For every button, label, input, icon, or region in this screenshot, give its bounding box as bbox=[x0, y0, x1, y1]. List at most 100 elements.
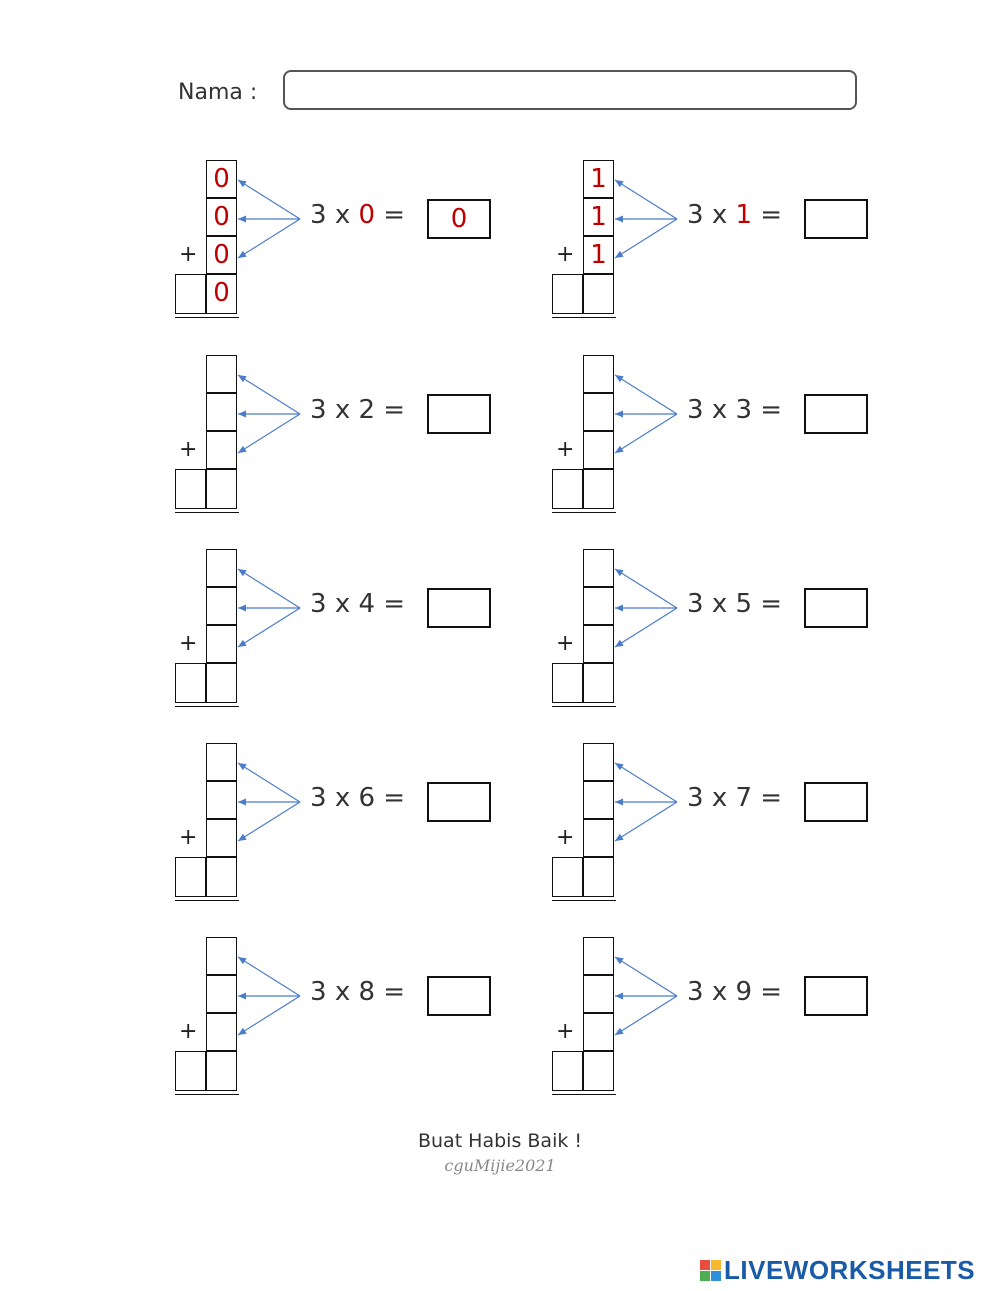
addend-cell[interactable] bbox=[583, 393, 614, 431]
arrows-icon bbox=[237, 179, 301, 259]
addend-cell[interactable] bbox=[206, 743, 237, 781]
logo-text: LIVEWORKSHEETS bbox=[724, 1255, 976, 1285]
addend-cell[interactable] bbox=[206, 937, 237, 975]
addend-cell[interactable] bbox=[583, 431, 614, 469]
sum-tens-cell[interactable] bbox=[552, 857, 583, 897]
sum-ones-cell[interactable] bbox=[206, 1051, 237, 1091]
arrow-head-icon bbox=[238, 604, 246, 612]
addend-cell[interactable] bbox=[583, 355, 614, 393]
sum-underline bbox=[552, 900, 616, 901]
sum-ones-cell[interactable] bbox=[206, 469, 237, 509]
equation-multiplicand: 4 bbox=[358, 589, 376, 619]
arrow-head-icon bbox=[615, 957, 624, 965]
arrow-head-icon bbox=[615, 763, 624, 771]
addend-cell[interactable] bbox=[206, 1013, 237, 1051]
addend-cell[interactable] bbox=[583, 781, 614, 819]
addend-cell[interactable] bbox=[206, 819, 237, 857]
addend-cell[interactable] bbox=[583, 587, 614, 625]
answer-box[interactable] bbox=[804, 782, 868, 822]
addend-cell[interactable] bbox=[583, 549, 614, 587]
addend-cell[interactable] bbox=[206, 587, 237, 625]
arrow-line bbox=[237, 179, 301, 220]
equation-multiplicand: 0 bbox=[358, 200, 376, 230]
answer-box[interactable] bbox=[427, 976, 491, 1016]
arrow-head-icon bbox=[238, 763, 247, 771]
arrow-head-icon bbox=[615, 798, 623, 806]
arrow-head-icon bbox=[238, 833, 247, 841]
sum-tens-cell[interactable] bbox=[175, 469, 206, 509]
equation-equals: = bbox=[383, 395, 406, 425]
addend-cell[interactable]: 1 bbox=[583, 198, 614, 236]
sum-tens-cell[interactable] bbox=[175, 274, 206, 314]
answer-box[interactable]: 0 bbox=[427, 199, 491, 239]
addend-cell[interactable] bbox=[206, 625, 237, 663]
arrows-icon bbox=[614, 762, 678, 842]
equation-times: x bbox=[334, 395, 351, 425]
addend-cell[interactable] bbox=[206, 393, 237, 431]
arrow-head-icon bbox=[615, 569, 624, 577]
addend-cell[interactable] bbox=[583, 1013, 614, 1051]
equation: 3 x 6 = bbox=[310, 783, 405, 813]
addend-cell[interactable] bbox=[583, 743, 614, 781]
addend-cell[interactable] bbox=[583, 625, 614, 663]
addend-cell[interactable]: 0 bbox=[206, 160, 237, 198]
addend-cell[interactable] bbox=[583, 937, 614, 975]
addend-cell[interactable] bbox=[583, 975, 614, 1013]
sum-tens-cell[interactable] bbox=[552, 274, 583, 314]
sum-tens-cell[interactable] bbox=[552, 1051, 583, 1091]
answer-box[interactable] bbox=[427, 588, 491, 628]
arrow-head-icon bbox=[238, 375, 247, 383]
addend-cell[interactable]: 0 bbox=[206, 198, 237, 236]
name-input[interactable] bbox=[283, 70, 857, 110]
answer-box[interactable] bbox=[804, 588, 868, 628]
sum-ones-cell[interactable] bbox=[583, 857, 614, 897]
equation-multiplicand: 3 bbox=[735, 395, 753, 425]
addend-cell[interactable]: 1 bbox=[583, 236, 614, 274]
sum-tens-cell[interactable] bbox=[175, 857, 206, 897]
problem-4: +3 x 4 = bbox=[175, 549, 505, 709]
arrow-line bbox=[237, 995, 301, 1036]
sum-ones-cell[interactable]: 0 bbox=[206, 274, 237, 314]
name-label: Nama : bbox=[178, 80, 258, 105]
arrow-line bbox=[614, 374, 678, 415]
arrow-line bbox=[237, 956, 301, 997]
equation-multiplier: 3 bbox=[310, 395, 327, 425]
arrow-line bbox=[614, 607, 678, 648]
addend-cell[interactable] bbox=[206, 781, 237, 819]
equation-equals: = bbox=[760, 589, 783, 619]
answer-box[interactable] bbox=[427, 782, 491, 822]
equation-times: x bbox=[711, 200, 728, 230]
answer-box[interactable] bbox=[804, 394, 868, 434]
sum-tens-cell[interactable] bbox=[552, 663, 583, 703]
arrow-line bbox=[614, 179, 678, 220]
footer-signature: cguMijie2021 bbox=[444, 1156, 556, 1175]
equation: 3 x 4 = bbox=[310, 589, 405, 619]
arrow-head-icon bbox=[238, 1027, 247, 1035]
sum-tens-cell[interactable] bbox=[552, 469, 583, 509]
addend-cell[interactable]: 0 bbox=[206, 236, 237, 274]
sum-ones-cell[interactable] bbox=[206, 857, 237, 897]
addend-cell[interactable] bbox=[583, 819, 614, 857]
answer-box[interactable] bbox=[427, 394, 491, 434]
sum-tens-cell[interactable] bbox=[175, 663, 206, 703]
answer-box[interactable] bbox=[804, 199, 868, 239]
addend-cell[interactable] bbox=[206, 549, 237, 587]
sum-ones-cell[interactable] bbox=[583, 469, 614, 509]
sum-ones-cell[interactable] bbox=[583, 274, 614, 314]
sum-tens-cell[interactable] bbox=[175, 1051, 206, 1091]
addend-cell[interactable] bbox=[206, 431, 237, 469]
addend-cell[interactable] bbox=[206, 975, 237, 1013]
sum-ones-cell[interactable] bbox=[583, 1051, 614, 1091]
arrow-line bbox=[614, 413, 678, 454]
answer-box[interactable] bbox=[804, 976, 868, 1016]
arrows-icon bbox=[237, 374, 301, 454]
equation-multiplicand: 6 bbox=[358, 783, 376, 813]
problem-6: +3 x 6 = bbox=[175, 743, 505, 903]
arrows-icon bbox=[237, 956, 301, 1036]
sum-ones-cell[interactable] bbox=[583, 663, 614, 703]
addend-cell[interactable] bbox=[206, 355, 237, 393]
equation-multiplier: 3 bbox=[687, 977, 704, 1007]
addend-cell[interactable]: 1 bbox=[583, 160, 614, 198]
arrow-head-icon bbox=[615, 604, 623, 612]
sum-ones-cell[interactable] bbox=[206, 663, 237, 703]
